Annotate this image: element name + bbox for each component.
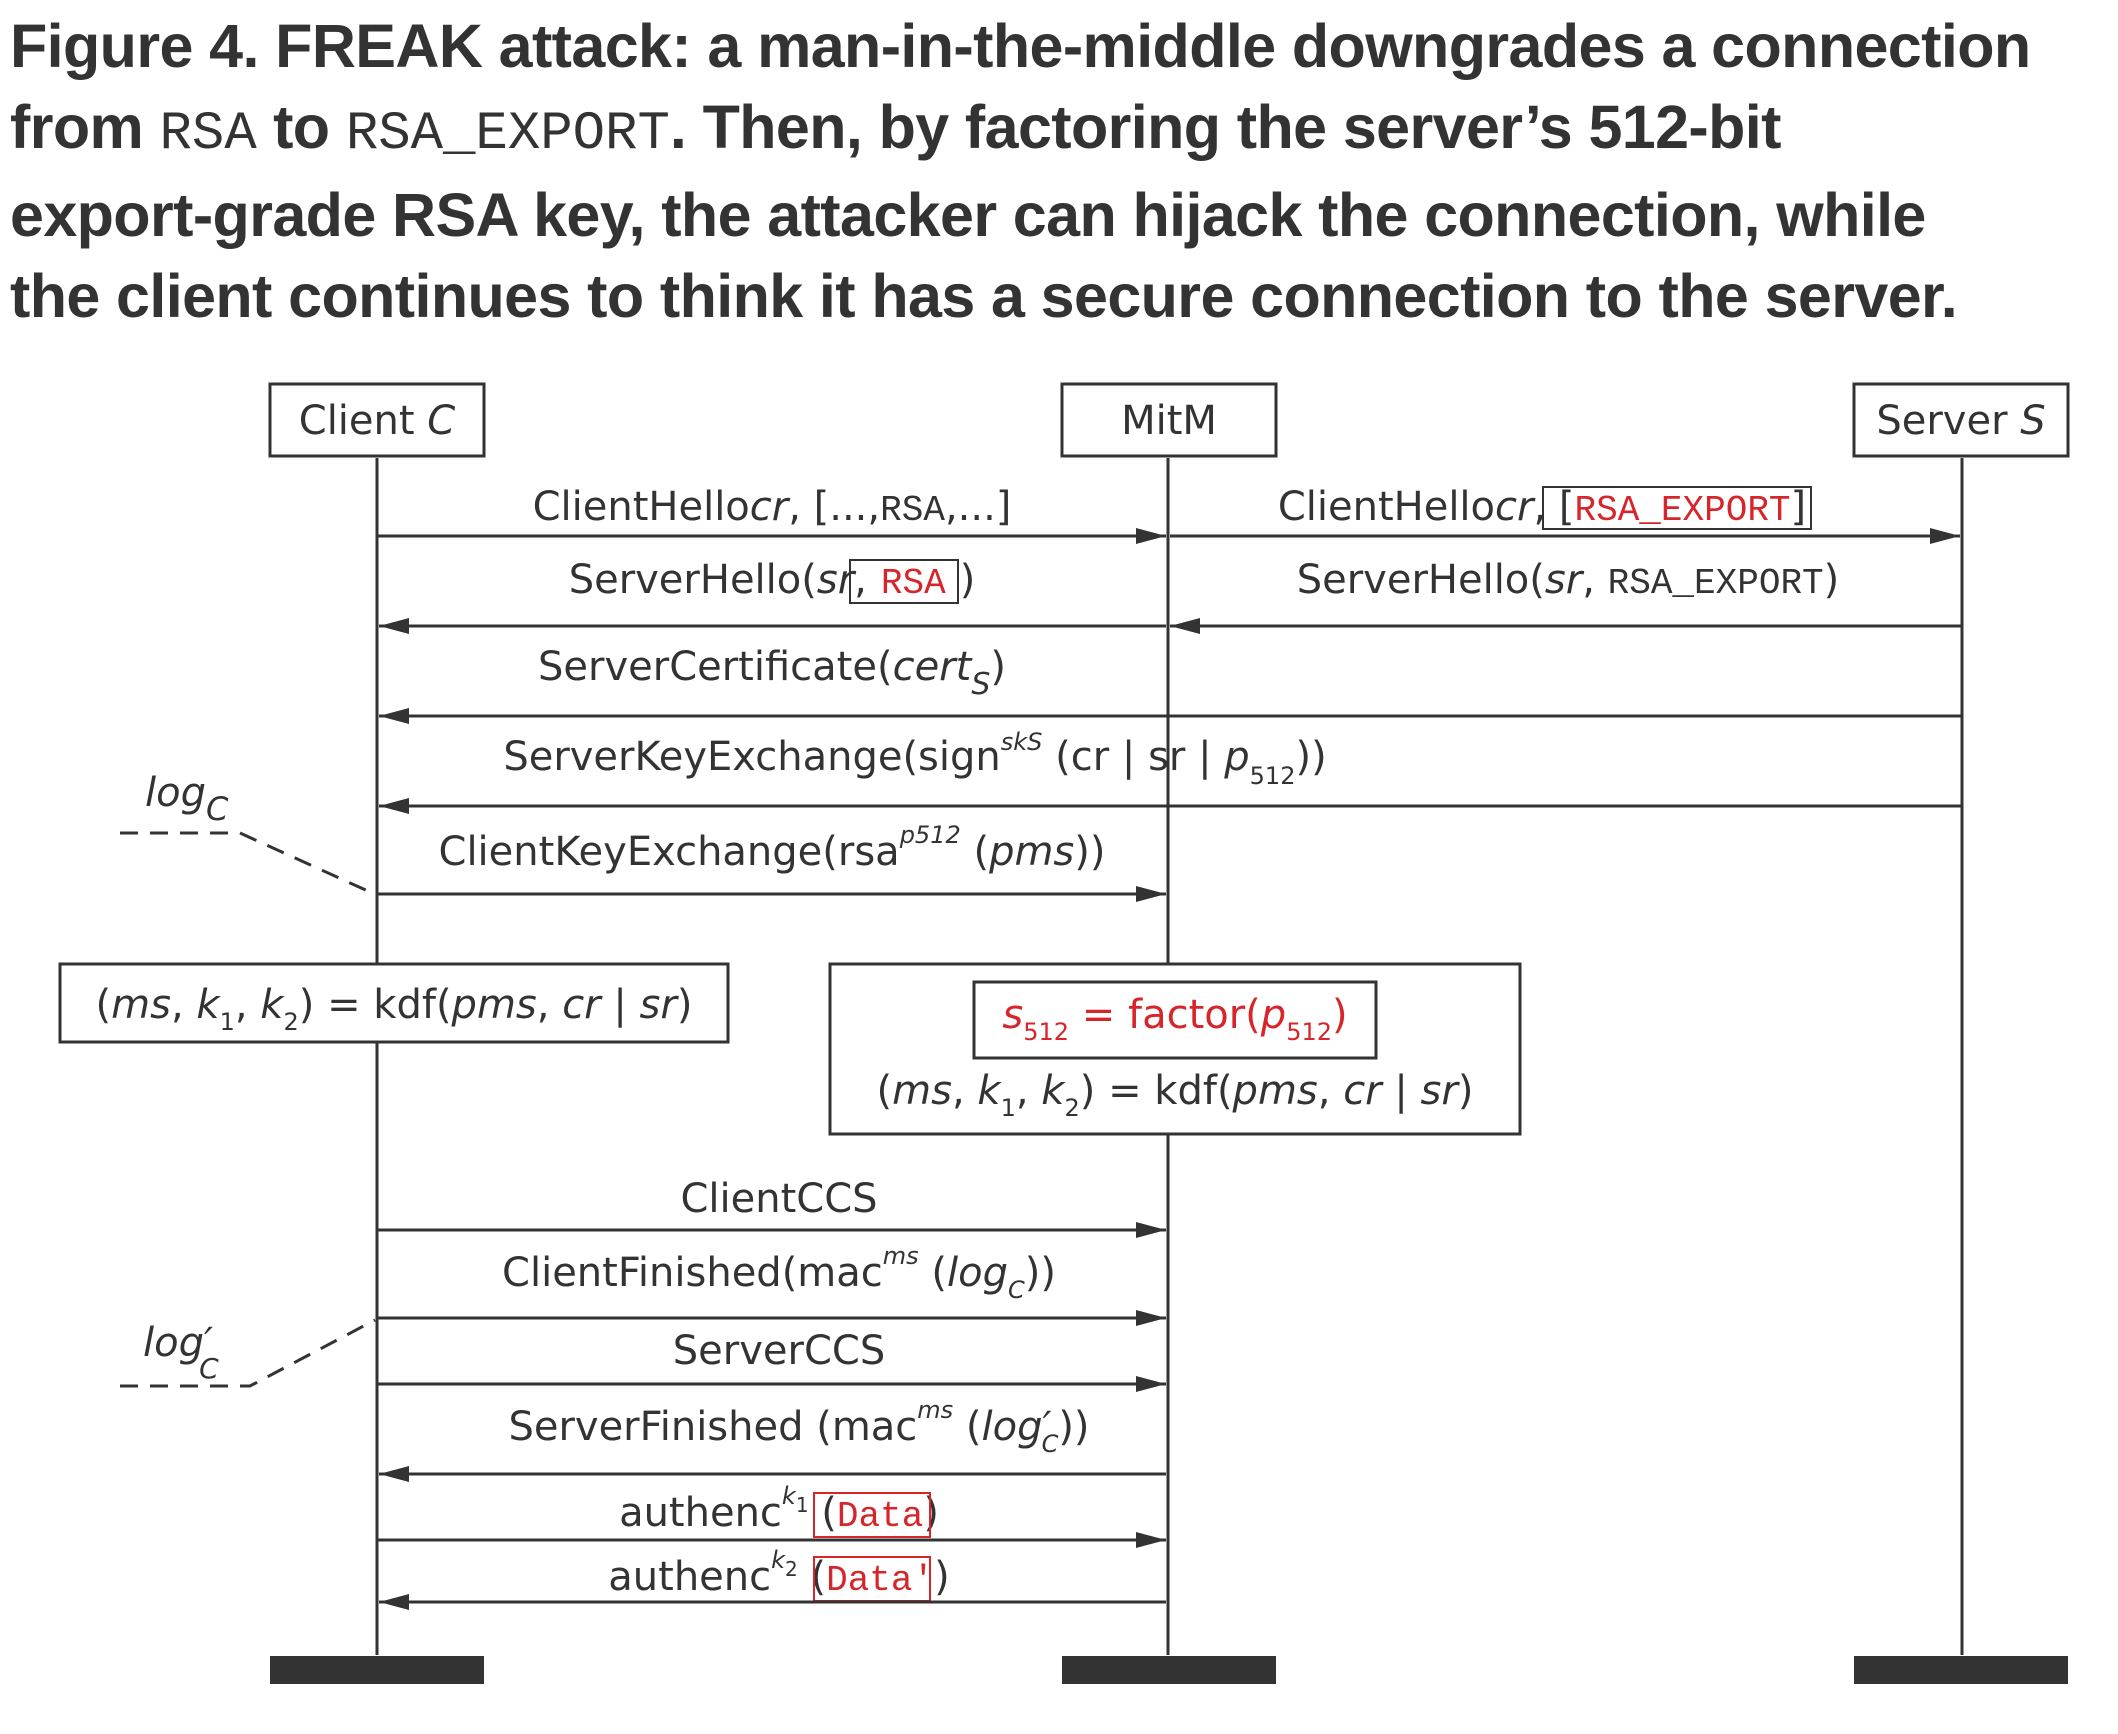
caption-line-1: Figure 4. FREAK attack: a man-in-the-mid… bbox=[10, 12, 2031, 80]
caption-line-4: the client continues to think it has a s… bbox=[10, 262, 1958, 330]
svg-text:ClientCCS: ClientCCS bbox=[680, 1176, 877, 1222]
svg-text:Server S: Server S bbox=[1876, 398, 2045, 444]
msg-authenc-k2: authenck2 (Data′) bbox=[379, 1546, 1166, 1610]
log-c-marker: logC bbox=[120, 770, 371, 894]
svg-text:log′C: log′C bbox=[143, 1320, 219, 1385]
msg-authenc-k1: authenck1 (Data) bbox=[377, 1482, 1166, 1548]
mitm-header: MitM bbox=[1060, 382, 1278, 458]
svg-text:ServerHello(sr,RSA): ServerHello(sr,RSA) bbox=[569, 557, 976, 604]
factor-equation: s512 = factor(p512) bbox=[1002, 992, 1347, 1046]
svg-text:ServerHello(sr, RSA_EXPORT): ServerHello(sr, RSA_EXPORT) bbox=[1297, 557, 1840, 604]
msg-clienthello-client: ClientHellocr, [...,RSA,...] bbox=[377, 484, 1166, 544]
client-terminator bbox=[270, 1656, 484, 1684]
msg-serverccs: ServerCCS bbox=[377, 1328, 1166, 1392]
msg-clienthello-mitm: ClientHellocr, [RSA_EXPORT] bbox=[1170, 484, 1960, 544]
svg-text:(ms, k1, k2) = kdf(pms, cr |: (ms, k1, k2) = kdf(pms, cr | sr) bbox=[96, 982, 693, 1036]
svg-text:Client C: Client C bbox=[299, 398, 456, 444]
svg-text:ClientKeyExchange(rsap512 (pms: ClientKeyExchange(rsap512 (pms)) bbox=[439, 821, 1106, 875]
mitm-kdf-equation: (ms, k1, k2) = kdf(pms, cr | sr) bbox=[877, 1068, 1474, 1122]
factor-highlight-box bbox=[972, 980, 1378, 1060]
caption-code-rsa: RSA bbox=[159, 104, 257, 165]
msg-serverhello-to-mitm: ServerHello(sr, RSA_EXPORT) bbox=[1170, 557, 1962, 634]
client-header: Client C bbox=[268, 382, 486, 458]
msg-clientccs: ClientCCS bbox=[377, 1176, 1166, 1238]
svg-text:MitM: MitM bbox=[1121, 398, 1217, 444]
log-c-prime-marker: log′C bbox=[120, 1318, 376, 1388]
svg-text:ServerKeyExchange(signskS (cr: ServerKeyExchange(signskS (cr | sr | p51… bbox=[503, 728, 1326, 790]
svg-text:ClientHellocr, [...,RSA,...]: ClientHellocr, [...,RSA,...] bbox=[533, 484, 1012, 531]
svg-text:ServerFinished (macms (log′C)): ServerFinished (macms (log′C)) bbox=[508, 1396, 1089, 1458]
caption-text: to bbox=[256, 93, 346, 161]
msg-clientfinished: ClientFinished(macms (logC)) bbox=[377, 1242, 1166, 1326]
svg-text:ServerCertificate(certS): ServerCertificate(certS) bbox=[538, 644, 1006, 702]
msg-servercertificate: ServerCertificate(certS) bbox=[379, 644, 1962, 724]
msg-serverhello-to-client: ServerHello(sr,RSA) bbox=[379, 557, 1166, 634]
svg-text:ServerCCS: ServerCCS bbox=[673, 1328, 885, 1374]
highlight-box-rsa-export bbox=[1542, 486, 1812, 530]
caption-line-2: from RSA to RSA_EXPORT. Then, by factori… bbox=[10, 87, 2110, 175]
caption-text: from bbox=[10, 93, 160, 161]
caption-text: . Then, by factoring the server’s 512-bi… bbox=[669, 93, 1782, 161]
svg-text:ClientFinished(macms (logC)): ClientFinished(macms (logC)) bbox=[502, 1242, 1056, 1304]
server-terminator bbox=[1854, 1656, 2068, 1684]
mitm-compute-box: s512 = factor(p512) (ms, k1, k2) = kdf(p… bbox=[828, 962, 1522, 1136]
caption-code-rsa-export: RSA_EXPORT bbox=[345, 104, 670, 165]
msg-clientkeyexchange: ClientKeyExchange(rsap512 (pms)) bbox=[377, 821, 1166, 902]
client-kdf-box: (ms, k1, k2) = kdf(pms, cr | sr) bbox=[58, 962, 730, 1044]
mitm-terminator bbox=[1062, 1656, 1276, 1684]
svg-text:logC: logC bbox=[145, 770, 229, 828]
svg-text:authenck2 (Data′): authenck2 (Data′) bbox=[608, 1546, 949, 1601]
caption-line-3: export-grade RSA key, the attacker can h… bbox=[10, 181, 1926, 249]
highlight-box-data bbox=[813, 1492, 931, 1538]
msg-serverfinished: ServerFinished (macms (log′C)) bbox=[379, 1396, 1166, 1482]
msg-serverkeyexchange: ServerKeyExchange(signskS (cr | sr | p51… bbox=[379, 728, 1962, 814]
svg-text:ClientHellocr, [RSA_EXPORT]: ClientHellocr, [RSA_EXPORT] bbox=[1278, 484, 1806, 531]
server-header: Server S bbox=[1852, 382, 2070, 458]
figure-caption: Figure 4. FREAK attack: a man-in-the-mid… bbox=[10, 6, 2110, 337]
svg-text:authenck1 (Data): authenck1 (Data) bbox=[619, 1482, 939, 1537]
highlight-box-rsa bbox=[849, 559, 959, 604]
